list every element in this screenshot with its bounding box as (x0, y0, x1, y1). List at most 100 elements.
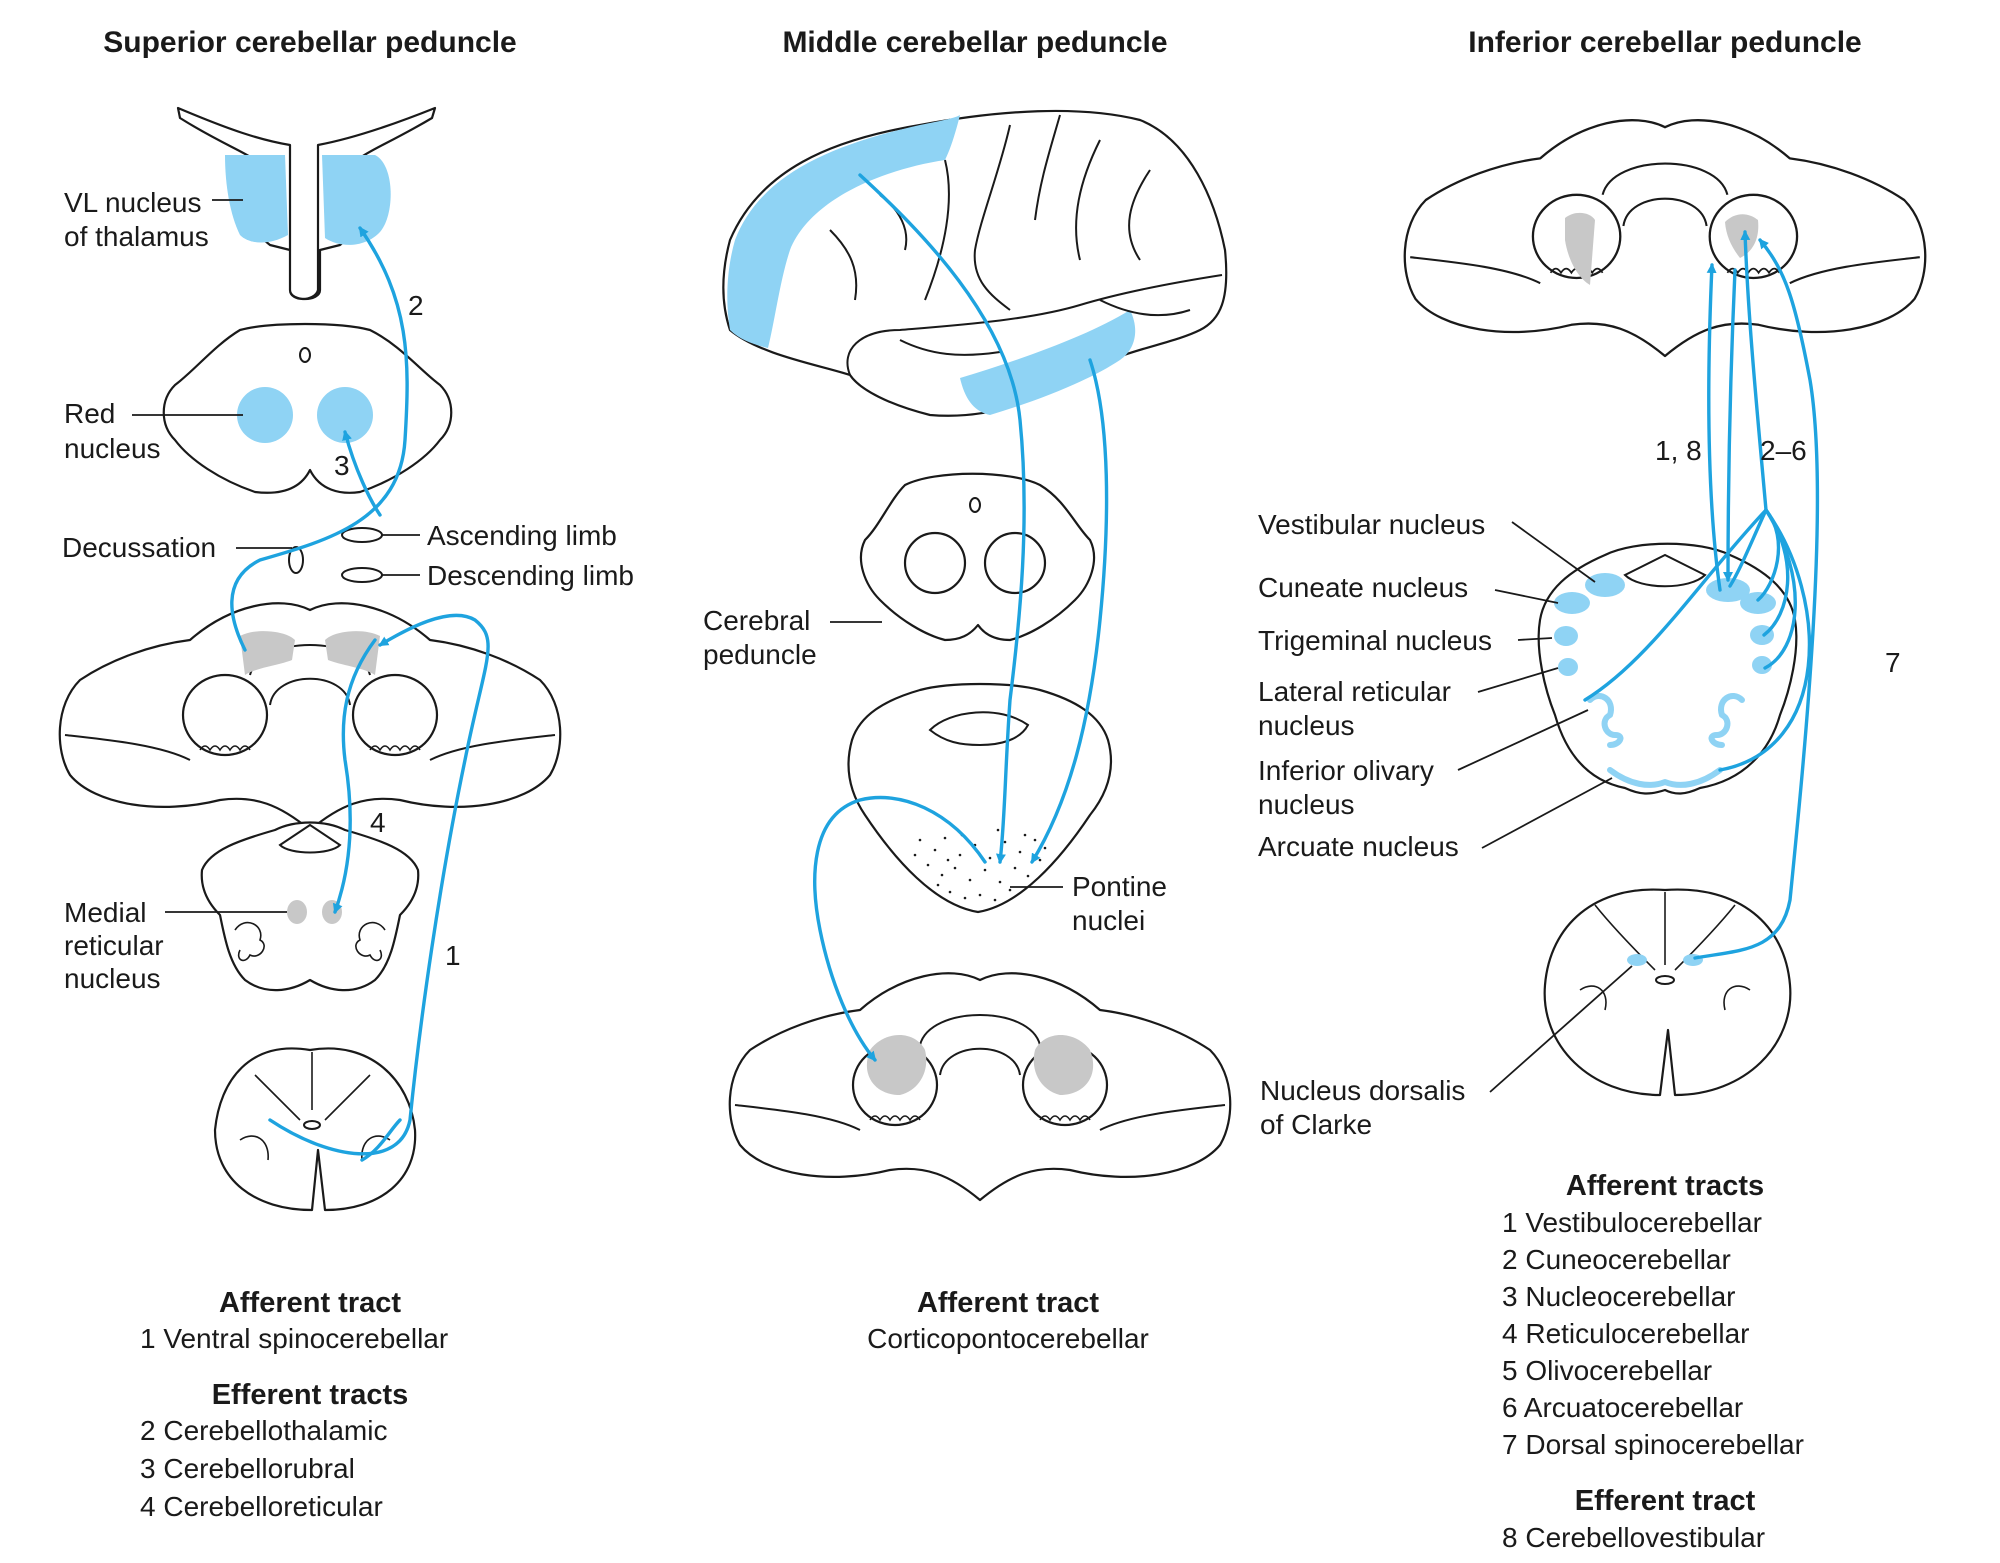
superior-spinal-cord-section (213, 1047, 417, 1212)
arcuate-nucleus (1607, 767, 1723, 788)
medial-reticular-left (287, 900, 307, 924)
label-pontine-nuclei-2: nuclei (1072, 905, 1145, 936)
middle-cerebellum-section (728, 972, 1232, 1202)
tract-corticopontine-frontal (858, 173, 1026, 864)
clarke-nucleus-left (1627, 954, 1647, 966)
vl-nucleus-right (322, 155, 391, 245)
decussation-marker (288, 546, 304, 574)
tract-number-1: 1 (445, 940, 461, 971)
leader-clarke (1489, 965, 1633, 1093)
inferior-olive-right (1708, 693, 1745, 748)
inferior-afferent-item: 5 Olivocerebellar (1502, 1355, 1712, 1386)
tract-number-1-8: 1, 8 (1655, 435, 1702, 466)
trigeminal-nucleus-left (1554, 626, 1578, 646)
middle-panel: Cerebral peduncle Pontine nuclei Afferen… (703, 109, 1232, 1354)
inferior-afferent-item: 4 Reticulocerebellar (1502, 1318, 1749, 1349)
label-vestibular-nucleus: Vestibular nucleus (1258, 509, 1485, 540)
tract-number-4: 4 (370, 807, 386, 838)
tract-number-2-6: 2–6 (1760, 435, 1807, 466)
cuneate-nucleus-right (1740, 592, 1776, 614)
middle-afferent-item: Corticopontocerebellar (867, 1323, 1149, 1354)
tract-branch-arcuate (1718, 508, 1812, 772)
tract-ventral-spinocerebellar (268, 613, 490, 1156)
tract-dorsal-spinocerebellar (1693, 238, 1820, 960)
cuneate-nucleus-left (1554, 592, 1590, 614)
superior-efferent-item: 2 Cerebellothalamic (140, 1415, 387, 1446)
inferior-afferent-item: 1 Vestibulocerebellar (1502, 1207, 1762, 1238)
label-medial-reticular-1: Medial (64, 897, 146, 928)
middle-midbrain-section (860, 472, 1095, 642)
tract-number-2: 2 (408, 290, 424, 321)
midbrain-section (162, 322, 453, 494)
inferior-peduncle-left (1565, 212, 1595, 285)
superior-efferent-item: 4 Cerebelloreticular (140, 1491, 383, 1522)
inferior-efferent-heading: Efferent tract (1575, 1485, 1756, 1517)
vestibular-nucleus-right (1706, 578, 1750, 602)
cerebral-peduncle-left (903, 531, 967, 595)
label-decussation: Decussation (62, 532, 216, 563)
leader-cuneate (1494, 589, 1559, 604)
superior-afferent-item: 1 Ventral spinocerebellar (140, 1323, 448, 1354)
lateral-reticular-right (1752, 656, 1772, 674)
tract-branch-olivary (1583, 508, 1768, 702)
tract-branch-vestibular (1728, 508, 1768, 588)
label-vl-nucleus-2: of thalamus (64, 221, 209, 252)
inferior-afferent-heading: Afferent tracts (1566, 1170, 1764, 1202)
inferior-panel-title: Inferior cerebellar peduncle (1468, 26, 1861, 59)
label-lateral-reticular-1: Lateral reticular (1258, 676, 1451, 707)
inferior-afferent-item: 3 Nucleocerebellar (1502, 1281, 1735, 1312)
inferior-olive-left (1587, 693, 1624, 748)
middle-legend: Afferent tract Corticopontocerebellar (867, 1287, 1149, 1354)
label-red-nucleus-1: Red (64, 398, 115, 429)
inferior-medulla-section (1537, 542, 1798, 795)
label-arcuate-nucleus: Arcuate nucleus (1258, 831, 1459, 862)
label-cuneate-nucleus: Cuneate nucleus (1258, 572, 1468, 603)
tract-bundle-2-6 (1740, 230, 1768, 512)
frontal-cortex-area (727, 115, 960, 348)
label-pontine-nuclei-1: Pontine (1072, 871, 1167, 902)
leader-arcuate (1481, 777, 1613, 849)
label-lateral-reticular-2: nucleus (1258, 710, 1355, 741)
middle-afferent-heading: Afferent tract (917, 1287, 1099, 1319)
superior-legend: Afferent tract 1 Ventral spinocerebellar… (140, 1287, 448, 1522)
tract-ventral-spinocerebellar-origin (360, 1118, 402, 1162)
inferior-cerebellum-section (1403, 119, 1927, 358)
tract-branch-lateral-reticular (1763, 508, 1797, 670)
superior-efferent-heading: Efferent tracts (212, 1379, 409, 1411)
leader-inferior-olivary (1457, 709, 1589, 771)
inferior-efferent-item: 8 Cerebellovestibular (1502, 1522, 1765, 1553)
tract-pontocerebellar (813, 795, 987, 1062)
superior-medulla-section (200, 821, 420, 992)
inferior-panel: 1, 8 2–6 7 Vestibular nucleus Cuneate nu… (1258, 119, 1927, 1553)
cerebral-hemisphere (722, 109, 1228, 417)
label-red-nucleus-2: nucleus (64, 433, 161, 464)
label-ascending-limb: Ascending limb (427, 520, 617, 551)
ascending-limb-marker (341, 527, 383, 543)
inferior-legend: Afferent tracts 1 Vestibulocerebellar 2 … (1502, 1170, 1804, 1553)
label-inferior-olivary-2: nucleus (1258, 789, 1355, 820)
cerebral-peduncle-right (983, 531, 1047, 595)
leader-trigeminal (1517, 637, 1553, 641)
descending-limb-marker (341, 567, 383, 583)
leader-lateral-reticular (1477, 667, 1559, 693)
temporal-cortex-area (960, 310, 1136, 415)
vestibular-nucleus-left (1585, 573, 1625, 597)
thalamus-section (176, 106, 437, 301)
superior-panel-title: Superior cerebellar peduncle (103, 26, 516, 59)
lateral-reticular-left (1558, 658, 1578, 676)
superior-efferent-item: 3 Cerebellorubral (140, 1453, 355, 1484)
label-inferior-olivary-1: Inferior olivary (1258, 755, 1434, 786)
leader-vestibular (1511, 521, 1596, 583)
superior-afferent-heading: Afferent tract (219, 1287, 401, 1319)
tract-number-3: 3 (334, 450, 350, 481)
label-clarke-2: of Clarke (1260, 1109, 1372, 1140)
red-nucleus-left (237, 387, 293, 443)
label-cerebral-peduncle-2: peduncle (703, 639, 817, 670)
inferior-afferent-item: 2 Cuneocerebellar (1502, 1244, 1731, 1275)
superior-peduncle-left (240, 631, 295, 675)
label-descending-limb: Descending limb (427, 560, 634, 591)
inferior-spinal-cord-section (1543, 888, 1792, 1097)
vl-nucleus-left (225, 155, 288, 243)
tract-cerebellorubral (342, 430, 382, 517)
